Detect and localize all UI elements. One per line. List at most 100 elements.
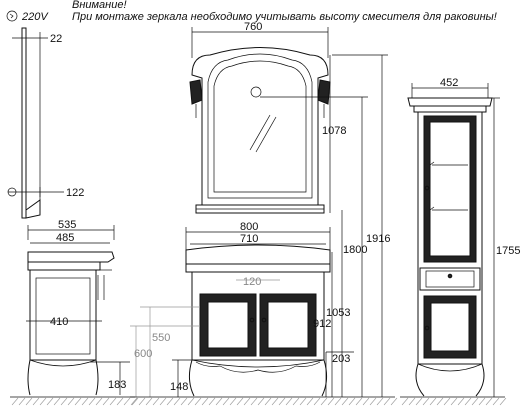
socket-icon	[6, 10, 18, 22]
hatch-mark	[109, 397, 117, 406]
hatch-mark	[18, 397, 26, 406]
dim-vanity-leg-height: 148	[170, 381, 188, 393]
hatch-mark	[222, 397, 230, 406]
hatch-mark	[236, 397, 244, 406]
hatch-mark	[408, 397, 416, 406]
hatch-mark	[299, 397, 307, 406]
hatch-mark	[499, 397, 507, 406]
hatch-mark	[74, 397, 82, 406]
hatch-mark	[313, 397, 321, 406]
hatch-mark	[478, 397, 486, 406]
hatch-mark	[415, 397, 423, 406]
hatch-mark	[278, 397, 286, 406]
hatch-mark	[32, 397, 40, 406]
hatch-mark	[243, 397, 251, 406]
hatch-mark	[159, 397, 167, 406]
dim-pipe-height-2: 600	[134, 348, 152, 360]
mirror-warning-text: При монтаже зеркала необходимо учитывать…	[72, 11, 497, 23]
hatch-mark	[285, 397, 293, 406]
hatch-mark	[201, 397, 209, 406]
mirror-side-view: 22 122	[7, 27, 84, 219]
hatch-mark	[348, 397, 356, 406]
hatch-mark	[116, 397, 124, 406]
hatch-mark	[320, 397, 328, 406]
hatch-mark	[131, 397, 139, 406]
hatch-mark	[257, 397, 265, 406]
dim-vanity-leg-gap: 203	[332, 353, 350, 365]
hatch-mark	[436, 397, 444, 406]
vanity-front: 800 710 120 550 600 148	[130, 54, 395, 398]
hatch-mark	[471, 397, 479, 406]
hatch-mark	[443, 397, 451, 406]
hatch-mark	[362, 397, 370, 406]
hatch-mark	[264, 397, 272, 406]
dim-mirror-side-depth: 22	[50, 33, 62, 45]
hatch-mark	[95, 397, 103, 406]
hatch-mark	[306, 397, 314, 406]
dim-mirror-side-mount: 122	[66, 187, 84, 199]
hatch-mark	[102, 397, 110, 406]
hatch-mark	[152, 397, 160, 406]
hatch-mark	[46, 397, 54, 406]
hatch-mark	[81, 397, 89, 406]
hatch-mark	[334, 397, 342, 406]
vanity-side-view: 535 485 410 183	[10, 219, 135, 398]
hatch-mark	[376, 397, 384, 406]
hatch-mark	[25, 397, 33, 406]
voltage-label: 220V	[22, 11, 48, 23]
hatch-mark	[187, 397, 195, 406]
hatch-mark	[60, 397, 68, 406]
attention-label: Внимание!	[72, 0, 127, 11]
hatch-mark	[11, 397, 19, 406]
dim-vanity-side-inner: 410	[50, 316, 68, 328]
hatch-mark	[450, 397, 458, 406]
hatch-mark	[492, 397, 500, 406]
hatch-mark	[173, 397, 181, 406]
hatch-mark	[166, 397, 174, 406]
dim-pipe-height-1: 550	[152, 332, 170, 344]
dim-mirror-height: 1078	[322, 125, 346, 137]
dim-vanity-width-top: 800	[240, 221, 258, 233]
hatch-mark	[401, 397, 409, 406]
hatch-mark	[67, 397, 75, 406]
hatch-mark	[208, 397, 216, 406]
hatch-mark	[292, 397, 300, 406]
hatch-mark	[194, 397, 202, 406]
tall-cabinet: 452 1755	[400, 77, 520, 398]
hatch-mark	[145, 397, 153, 406]
dim-cabinet-width: 452	[440, 77, 458, 89]
dim-vanity-width-inner: 710	[240, 233, 258, 245]
hatch-mark	[369, 397, 377, 406]
dim-overall-height: 1916	[366, 233, 390, 245]
hatch-mark	[215, 397, 223, 406]
dim-vanity-total-height: 1053	[326, 307, 350, 319]
dim-vanity-body-height: 912	[313, 318, 331, 330]
hatch-mark	[464, 397, 472, 406]
hatch-mark	[130, 397, 138, 406]
hatch-mark	[123, 397, 131, 406]
hatch-mark	[457, 397, 465, 406]
hatch-mark	[355, 397, 363, 406]
hatch-mark	[327, 397, 335, 406]
hatch-mark	[53, 397, 61, 406]
dim-vanity-side-depth-outer: 535	[58, 219, 76, 231]
hatch-mark	[271, 397, 279, 406]
dim-drawer-width: 120	[243, 276, 261, 288]
hatch-mark	[88, 397, 96, 406]
dim-mirror-top-height: 1800	[343, 244, 367, 256]
hatch-mark	[341, 397, 349, 406]
hatch-mark	[390, 397, 398, 406]
dim-vanity-side-depth-inner: 485	[56, 232, 74, 244]
hatch-mark	[485, 397, 493, 406]
hatch-mark	[250, 397, 258, 406]
hatch-mark	[429, 397, 437, 406]
floor-hatching	[11, 397, 507, 406]
hatch-mark	[383, 397, 391, 406]
hatch-mark	[39, 397, 47, 406]
dim-cabinet-height: 1755	[496, 245, 520, 257]
hatch-mark	[138, 397, 146, 406]
dim-mirror-width: 760	[244, 21, 262, 33]
mirror-front: 760 1078	[189, 21, 346, 214]
dim-vanity-side-leg: 183	[108, 379, 126, 391]
